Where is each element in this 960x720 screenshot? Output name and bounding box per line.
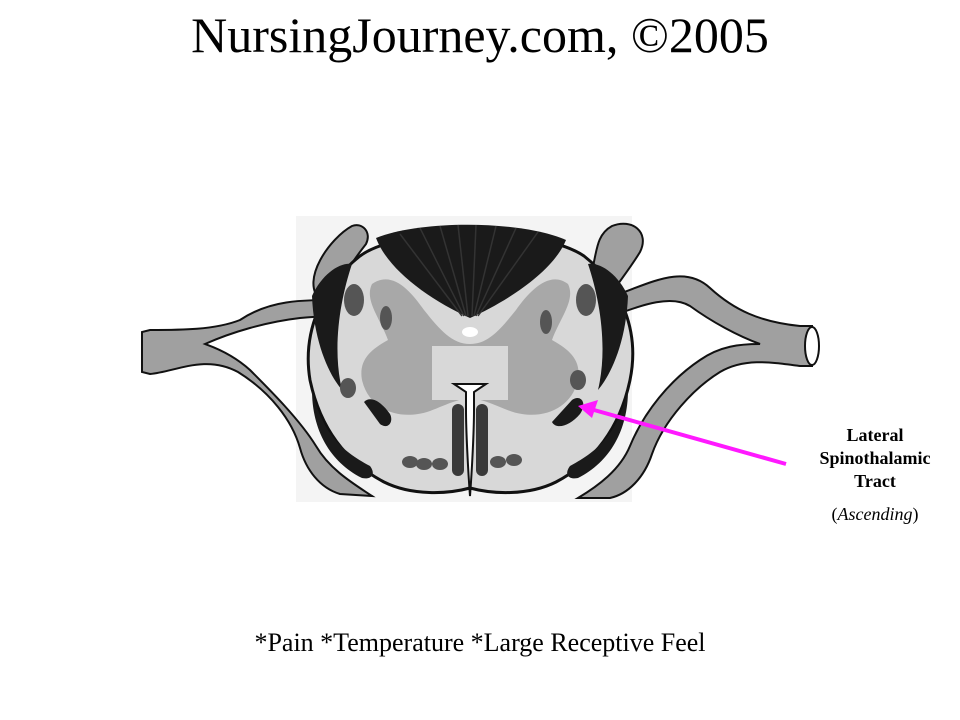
tract-label-line-2: Spinothalamic — [819, 448, 931, 468]
tract-direction: (Ascending) — [831, 504, 919, 524]
right-lateral-band — [588, 263, 628, 390]
right-nerve-cut-end — [804, 326, 820, 366]
left-lateral-band — [312, 263, 352, 390]
tract-label-line-1: Lateral — [846, 425, 904, 445]
page-title: NursingJourney.com, ©2005 — [191, 7, 769, 63]
left-spinal-nerve — [141, 298, 376, 498]
lateral-spinothalamic-tracts — [364, 397, 584, 427]
left-anterior-band — [312, 390, 373, 479]
caption: *Pain *Temperature *Large Receptive Feel — [254, 628, 706, 657]
nerve-roots — [141, 222, 813, 499]
dorsal-columns — [376, 224, 566, 318]
right-anterior-band — [567, 390, 628, 479]
ventral-fissure — [450, 383, 490, 497]
right-lateral-spinothalamic-tract — [552, 397, 584, 427]
dorsal-column-lines — [399, 224, 539, 317]
tract-label: Lateral Spinothalamic Tract (Ascending) — [780, 424, 960, 526]
pointer-arrow — [593, 408, 787, 466]
tract-label-line-3: Tract — [854, 471, 896, 491]
right-ventral-tract — [476, 404, 488, 476]
tract-spots — [340, 284, 596, 470]
left-ventral-tract — [452, 404, 464, 476]
left-lateral-spinothalamic-tract — [364, 399, 392, 427]
right-spinal-nerve — [574, 275, 813, 499]
pointer-arrowhead — [578, 400, 598, 418]
central-canal — [462, 327, 478, 337]
